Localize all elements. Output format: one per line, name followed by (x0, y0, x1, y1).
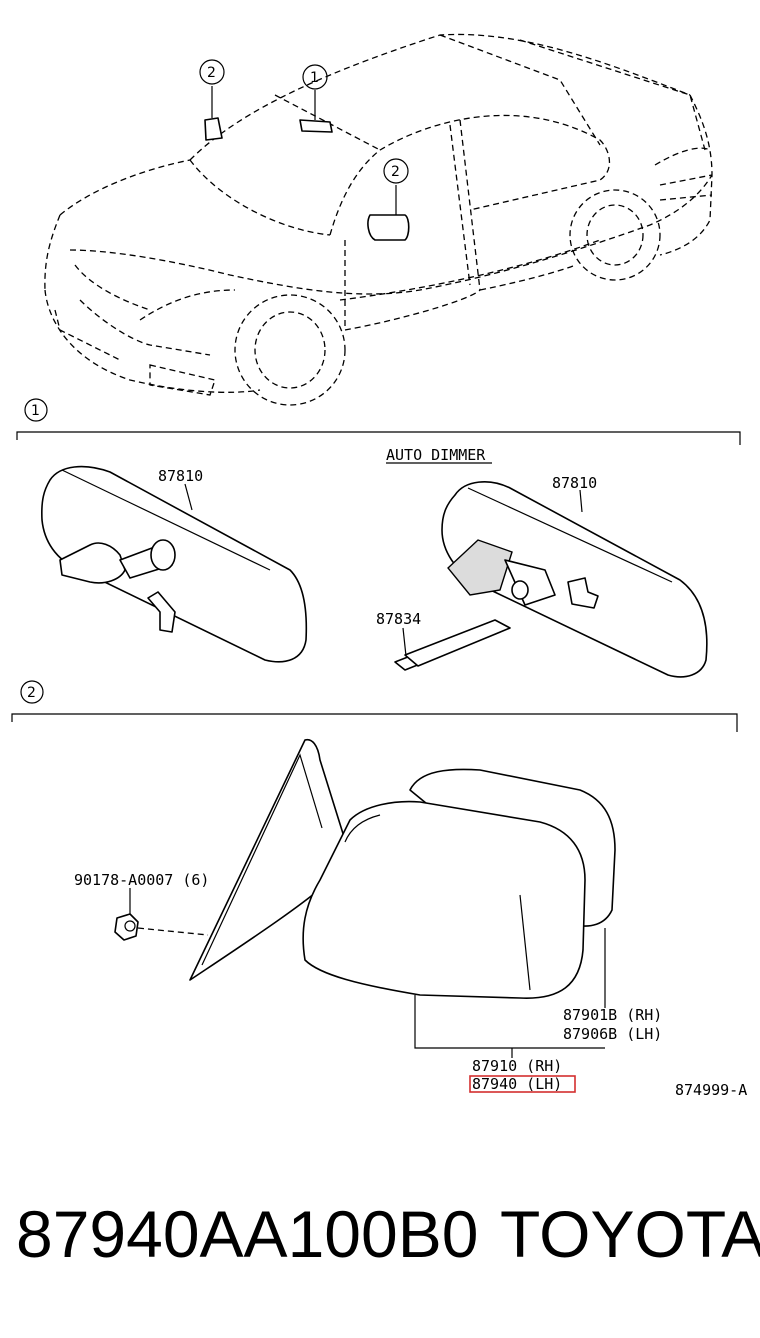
callout-2-top: 2 (207, 65, 216, 81)
part-label-87901B: 87901B (RH) (563, 1006, 662, 1024)
bracket-87834: 87834 (376, 610, 511, 671)
inner-mirror-standard: 87810 (41, 465, 308, 663)
footer-brand: TOYOTA (500, 1197, 760, 1271)
section-2-marker: 2 (27, 685, 36, 701)
footer-part-number: 87940AA100B0 (16, 1197, 479, 1271)
section-1-marker: 1 (31, 403, 40, 419)
car-illustration: 2 1 2 (44, 33, 713, 406)
part-label-87906B: 87906B (LH) (563, 1025, 662, 1043)
auto-dimmer-note: AUTO DIMMER (386, 446, 486, 464)
part-label-87810-left: 87810 (158, 467, 203, 485)
highlight-box (469, 1075, 576, 1093)
section-2: 2 90178-A0007 (6) 87901B (RH) 87906B (LH… (11, 680, 747, 1099)
callout-circle (302, 64, 328, 90)
part-label-87810-right: 87810 (552, 474, 597, 492)
section-1: 1 AUTO DIMMER 87810 87834 (16, 398, 741, 678)
part-label-87834: 87834 (376, 610, 421, 628)
callout-circle (383, 158, 409, 184)
ref-label-874999: 874999-A (675, 1081, 747, 1099)
part-label-87940-highlighted: 87940 (LH) (472, 1075, 562, 1093)
callout-circle (199, 59, 225, 85)
part-label-87910: 87910 (RH) (472, 1057, 562, 1075)
callout-1: 1 (310, 70, 319, 86)
inner-mirror-auto-dimmer: 87810 (441, 474, 708, 678)
callout-2-side: 2 (391, 164, 400, 180)
part-label-90178: 90178-A0007 (6) (74, 871, 209, 889)
